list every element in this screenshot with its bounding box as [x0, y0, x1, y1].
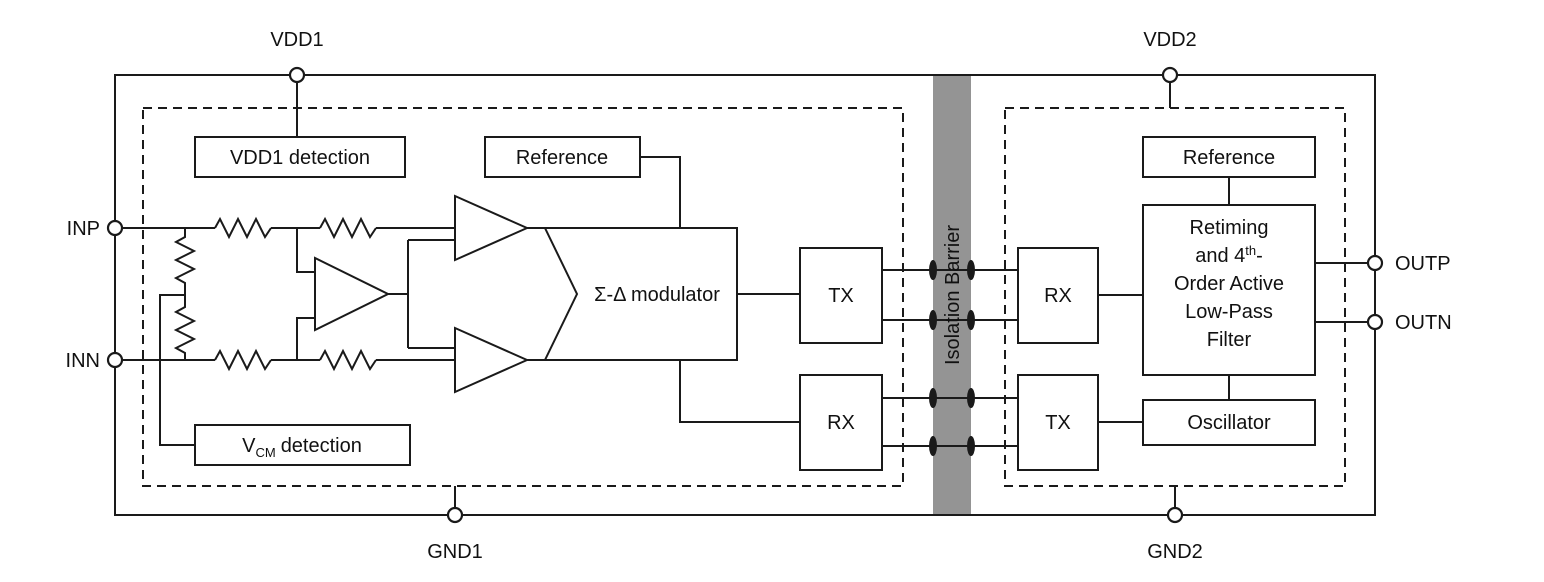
resistor-divider-top-icon — [173, 228, 197, 295]
barrier-capacitors — [929, 260, 975, 456]
pin-label-vdd2: VDD2 — [1143, 29, 1196, 51]
wire-tap-top — [296, 228, 315, 273]
pin-gnd1 — [446, 506, 464, 524]
pin-inp — [106, 219, 124, 237]
isolation-barrier — [933, 75, 971, 515]
resistor-inn-1-icon — [214, 348, 272, 372]
isolation-barrier-label: Isolation Barrier — [942, 225, 964, 365]
pin-vdd1 — [288, 66, 306, 84]
retiming-filter-line2: and 4th- — [1195, 243, 1263, 267]
sigma-delta-modulator-label: Σ-Δ modulator — [594, 284, 720, 306]
reference-left-box — [484, 136, 641, 178]
tx-left-label: TX — [828, 285, 854, 307]
wire-reference-to-modulator — [640, 156, 681, 228]
amplifier-top-icon — [454, 194, 530, 262]
wire-vcm-tap — [159, 294, 195, 446]
barrier-capacitor-icon — [967, 436, 975, 456]
tx-right-label: TX — [1045, 412, 1071, 434]
retiming-filter-label: Retiming and 4th- Order Active Low-Pass … — [1174, 217, 1284, 351]
vdd1-detection-label: VDD1 detection — [230, 147, 370, 169]
sigma-delta-modulator-shape — [543, 227, 738, 361]
amplifier-mid-icon — [314, 256, 391, 332]
reference-right-box — [1142, 136, 1316, 178]
retiming-filter-box — [1142, 204, 1316, 376]
wire-clock-to-modulator — [679, 360, 800, 423]
wire-tap-bottom — [296, 317, 315, 360]
rx-left-label: RX — [827, 412, 855, 434]
barrier-capacitor-icon — [929, 388, 937, 408]
rx-right-box — [1017, 247, 1099, 344]
barrier-capacitor-icon — [929, 310, 937, 330]
pin-label-outp: OUTP — [1395, 253, 1451, 275]
rx-left-box — [799, 374, 883, 471]
pin-inn — [106, 351, 124, 369]
wiring — [122, 82, 1368, 508]
retiming-filter-line1: Retiming — [1190, 217, 1269, 239]
left-isolated-region — [142, 107, 904, 487]
amplifier-bottom-icon — [454, 326, 530, 394]
resistor-inp-1-icon — [214, 216, 272, 240]
vdd1-detection-box — [194, 136, 406, 178]
rx-right-label: RX — [1044, 285, 1072, 307]
reference-right-label: Reference — [1183, 147, 1275, 169]
resistor-inp-2-icon — [319, 216, 377, 240]
tx-right-box — [1017, 374, 1099, 471]
pin-label-vdd1: VDD1 — [270, 29, 323, 51]
pin-outn — [1366, 313, 1384, 331]
barrier-capacitor-icon — [929, 260, 937, 280]
tx-left-box — [799, 247, 883, 344]
barrier-capacitor-icon — [929, 436, 937, 456]
pin-terminals — [106, 66, 1384, 524]
input-resistor-network — [173, 216, 377, 372]
barrier-capacitor-icon — [967, 388, 975, 408]
barrier-capacitor-icon — [967, 310, 975, 330]
pin-gnd2 — [1166, 506, 1184, 524]
pin-vdd2 — [1161, 66, 1179, 84]
pin-outp — [1366, 254, 1384, 272]
pin-label-gnd1: GND1 — [427, 541, 483, 563]
oscillator-label: Oscillator — [1187, 412, 1271, 434]
retiming-filter-line4: Low-Pass — [1185, 301, 1273, 323]
barrier-capacitor-icon — [967, 260, 975, 280]
oscillator-box — [1142, 399, 1316, 446]
resistor-divider-bottom-icon — [173, 295, 197, 360]
pin-label-inn: INN — [66, 350, 100, 372]
pin-label-outn: OUTN — [1395, 312, 1452, 334]
pin-label-gnd2: GND2 — [1147, 541, 1203, 563]
retiming-filter-line5: Filter — [1207, 329, 1252, 351]
chip-outline — [114, 74, 1376, 516]
reference-left-label: Reference — [516, 147, 608, 169]
vcm-detection-box — [194, 424, 411, 466]
pin-label-inp: INP — [67, 218, 100, 240]
retiming-filter-line3: Order Active — [1174, 273, 1284, 295]
resistor-inn-2-icon — [319, 348, 377, 372]
